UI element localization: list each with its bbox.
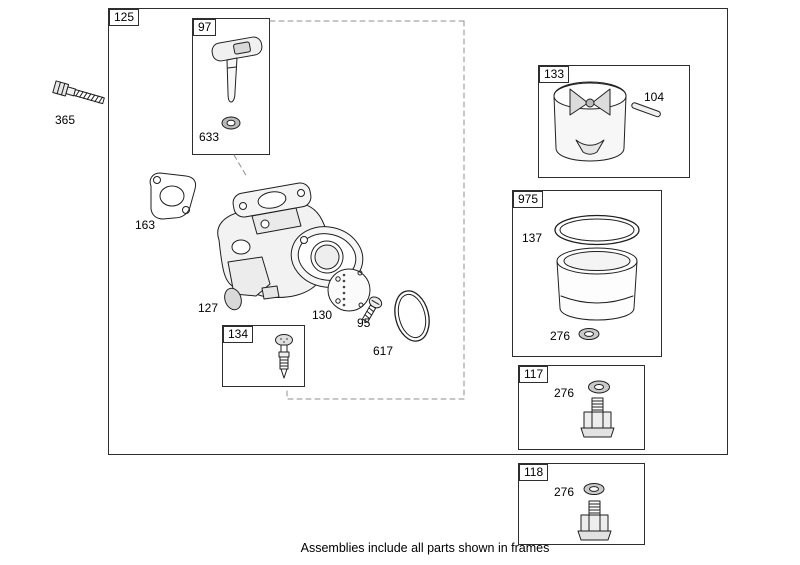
oring-617-drawing bbox=[394, 290, 430, 342]
seal-127-drawing bbox=[224, 287, 242, 311]
washer-276-117-drawing bbox=[588, 380, 610, 394]
part-label-137: 137 bbox=[522, 231, 543, 245]
choke-cup-133-drawing bbox=[553, 81, 627, 162]
frame-133 bbox=[538, 65, 690, 178]
part-label-104: 104 bbox=[644, 90, 665, 104]
frame-label-133: 133 bbox=[539, 66, 570, 83]
bowl-gasket-137-drawing bbox=[554, 214, 640, 246]
part-label-130: 130 bbox=[312, 308, 333, 322]
frame-label-125: 125 bbox=[109, 9, 140, 26]
frame-134 bbox=[222, 325, 305, 387]
float-bowl-drawing bbox=[556, 247, 638, 321]
throttle-plate-130-drawing bbox=[327, 268, 371, 312]
frame-label-117: 117 bbox=[519, 366, 549, 383]
frame-label-975: 975 bbox=[513, 191, 544, 208]
frame-97 bbox=[192, 18, 270, 155]
part-label-276-bowl: 276 bbox=[550, 329, 571, 343]
part-label-633: 633 bbox=[199, 130, 220, 144]
part-label-365: 365 bbox=[55, 113, 76, 127]
part-label-95: 95 bbox=[357, 316, 371, 330]
frame-118 bbox=[518, 463, 645, 545]
washer-633-drawing bbox=[221, 116, 241, 130]
screw-95-drawing bbox=[361, 296, 383, 323]
carburetor-body-drawing bbox=[217, 182, 364, 300]
washer-276-bowl-drawing bbox=[578, 328, 600, 340]
frame-125-main-assembly bbox=[108, 8, 728, 455]
frame-label-97: 97 bbox=[193, 19, 217, 36]
bowl-bolt-118-drawing bbox=[577, 500, 612, 541]
frame-label-134: 134 bbox=[223, 326, 254, 343]
part-label-276-117: 276 bbox=[554, 386, 575, 400]
key-lever-97-drawing bbox=[211, 36, 263, 103]
pin-104-drawing bbox=[631, 102, 661, 118]
part-label-617: 617 bbox=[373, 344, 394, 358]
dashed-connectors bbox=[233, 20, 465, 400]
needle-valve-134-drawing bbox=[275, 334, 293, 379]
footer-note: Assemblies include all parts shown in fr… bbox=[300, 541, 550, 555]
frame-label-118: 118 bbox=[519, 464, 549, 481]
washer-276-118-drawing bbox=[583, 483, 605, 495]
part-label-127: 127 bbox=[198, 301, 219, 315]
part-label-163: 163 bbox=[135, 218, 156, 232]
bowl-bolt-117-drawing bbox=[580, 397, 615, 438]
part-label-276-118: 276 bbox=[554, 485, 575, 499]
frame-975 bbox=[512, 190, 662, 357]
gasket-163-drawing bbox=[149, 172, 197, 220]
frame-117 bbox=[518, 365, 645, 450]
bolt-365-drawing bbox=[52, 80, 105, 105]
